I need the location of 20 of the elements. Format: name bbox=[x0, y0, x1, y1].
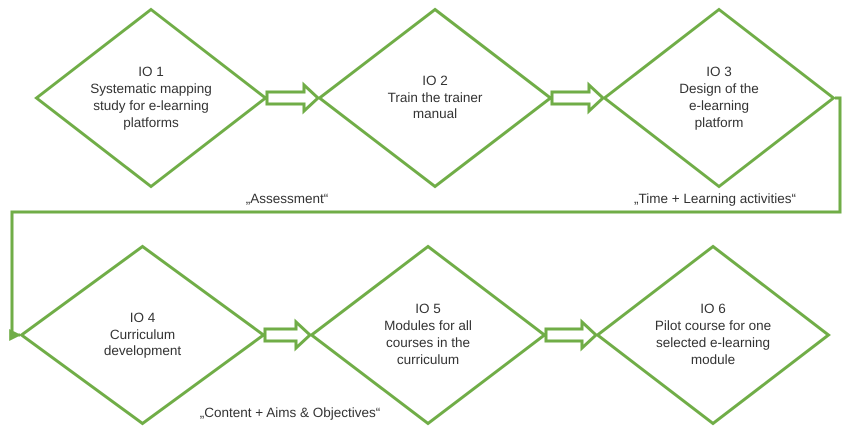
node-id: IO 5 bbox=[414, 301, 442, 318]
connector-arrow bbox=[9, 96, 842, 341]
node-text: Modules for all courses in the curriculum bbox=[383, 318, 473, 369]
node-text: Design of the e-learning platform bbox=[678, 81, 760, 132]
node-text: Pilot course for one selected e-learning module bbox=[654, 318, 772, 369]
phase-label: „Content + Aims & Objectives“ bbox=[200, 405, 380, 420]
phase-label: „Time + Learning activities“ bbox=[634, 191, 796, 206]
node-id: IO 1 bbox=[137, 64, 165, 82]
block-arrow bbox=[544, 318, 598, 352]
node-text: Systematic mapping study for e-learning platforms bbox=[89, 81, 213, 132]
node-id: IO 3 bbox=[705, 64, 733, 82]
phase-label: „Assessment“ bbox=[246, 191, 328, 206]
node-id: IO 4 bbox=[128, 310, 156, 327]
block-arrow bbox=[550, 82, 606, 114]
block-arrow bbox=[264, 318, 312, 352]
node-id: IO 2 bbox=[421, 72, 449, 90]
node-text: Train the trainer manual bbox=[386, 90, 484, 124]
node-id: IO 6 bbox=[699, 301, 727, 318]
node-text: Curriculum development bbox=[102, 326, 182, 360]
block-arrow bbox=[266, 82, 320, 114]
